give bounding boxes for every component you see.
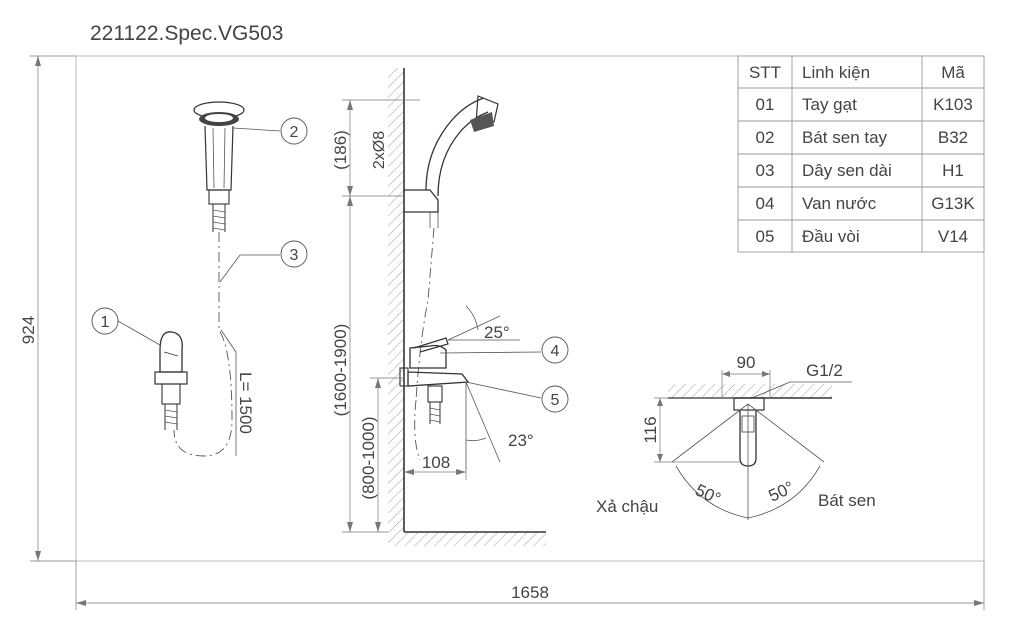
table-row-1-stt: 01 <box>756 95 775 114</box>
spout-reach-dimension: 108 <box>404 453 467 480</box>
table-row-4-stt: 04 <box>756 194 775 213</box>
rotation-right-label: 50° <box>766 478 797 506</box>
svg-text:3: 3 <box>290 247 299 264</box>
table-row-3-stt: 03 <box>756 161 775 180</box>
shower-height-label: (1600-1900) <box>331 324 350 417</box>
table-row-3-part: Dây sen dài <box>802 161 892 180</box>
hand-shower-drawing <box>193 101 245 232</box>
drawing-title: 221122.Spec.VG503 <box>90 22 283 45</box>
svg-text:1: 1 <box>101 314 110 331</box>
rotation-left-label: 50° <box>692 480 723 508</box>
floor-hatching <box>388 532 546 546</box>
table-row-4-part: Van nước <box>802 194 877 213</box>
holes-label: 2xØ8 <box>371 131 388 169</box>
table-header-code: Mã <box>941 63 965 82</box>
overall-width-dimension: 1658 <box>75 561 985 610</box>
overall-height-label: 924 <box>19 316 38 344</box>
parts-table: STT Linh kiện Mã 01 Tay gạt K103 02 Bát … <box>737 55 985 253</box>
thread-label: G1/2 <box>806 361 843 380</box>
shower-label: Bát sen <box>818 491 876 510</box>
table-header-part: Linh kiện <box>802 63 870 82</box>
table-row-2-part: Bát sen tay <box>802 128 888 147</box>
table-row-1-code: K103 <box>933 95 973 114</box>
callout-1: 1 <box>91 307 161 346</box>
table-row-5-stt: 05 <box>756 227 775 246</box>
table-row-5-part: Đầu vòi <box>802 227 860 246</box>
drawing-frame <box>75 55 985 562</box>
spout-angle-label: 23° <box>508 431 534 450</box>
valve-top-view: 90 G1/2 116 50° 50° Xả chậu Bát sen <box>596 353 876 520</box>
table-row-1-part: Tay gạt <box>802 95 857 114</box>
lever-angle-label: 25° <box>484 323 510 342</box>
table-header-stt: STT <box>749 63 781 82</box>
wall-faucet-drawing <box>399 337 470 461</box>
wall-shower-drawing <box>404 95 499 401</box>
overall-height-dimension: 924 <box>19 55 76 562</box>
drain-label: Xả chậu <box>596 497 658 516</box>
valve-width-label: 90 <box>737 353 756 372</box>
callout-3: 3 <box>219 240 308 283</box>
faucet-height-label: (800-1000) <box>359 416 378 499</box>
wall-hatching <box>388 68 404 532</box>
svg-text:2: 2 <box>290 124 299 141</box>
callout-4: 4 <box>439 336 569 364</box>
svg-text:4: 4 <box>551 343 560 360</box>
callout-5: 5 <box>465 381 569 413</box>
hose-length-label: L= 1500 <box>236 372 255 434</box>
spout-angle-annotation: 23° <box>465 381 534 470</box>
spout-reach-label: 108 <box>422 453 450 472</box>
top-offset-label: (186) <box>331 130 350 170</box>
table-row-4-code: G13K <box>931 194 975 213</box>
valve-height-label: 116 <box>641 416 660 443</box>
callout-2: 2 <box>232 117 308 145</box>
vertical-dimension-chain: (186) (1600-1900) (800-1000) 2xØ8 <box>331 99 420 533</box>
lever-angle-annotation: 25° <box>447 305 520 342</box>
table-row-3-code: H1 <box>942 161 964 180</box>
table-row-5-code: V14 <box>938 227 968 246</box>
svg-text:5: 5 <box>551 392 560 409</box>
hose-line <box>173 232 233 457</box>
hose-length-dimension: L= 1500 <box>220 329 255 456</box>
table-row-2-stt: 02 <box>756 128 775 147</box>
overall-width-label: 1658 <box>511 583 549 602</box>
table-row-2-code: B32 <box>938 128 968 147</box>
lever-handle-drawing <box>154 331 188 430</box>
